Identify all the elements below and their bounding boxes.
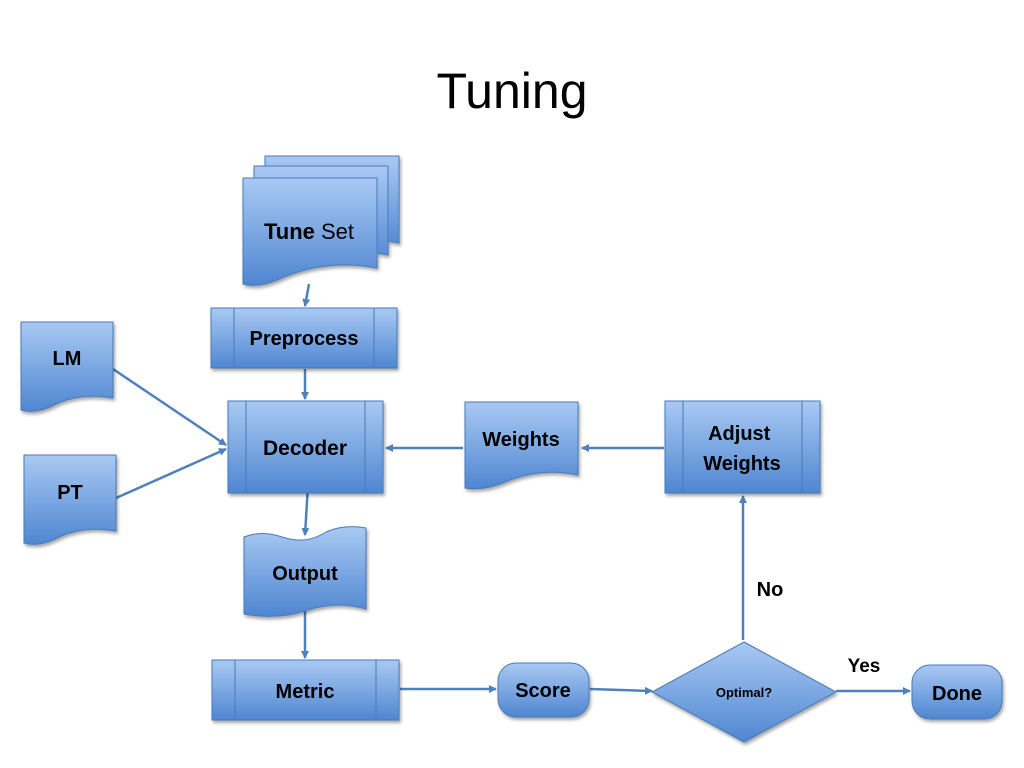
optimal-label: Optimal? xyxy=(716,685,772,700)
node-preprocess: Preprocess xyxy=(210,307,398,369)
node-adjust-weights: Adjust Weights xyxy=(664,400,821,494)
node-metric: Metric xyxy=(211,659,400,721)
connectors xyxy=(112,283,911,695)
metric-label: Metric xyxy=(276,681,335,703)
node-done: Done xyxy=(911,664,1003,720)
edge-score-optimal xyxy=(589,686,653,695)
adjust-weights-label-line1: Adjust xyxy=(708,423,771,445)
node-decoder: Decoder xyxy=(227,400,384,494)
score-label: Score xyxy=(515,680,571,702)
tune-set-doc-front xyxy=(242,177,378,286)
decoder-label: Decoder xyxy=(263,437,347,460)
tune-set-label-bold: Tune xyxy=(264,219,315,244)
edge-lm-decoder xyxy=(112,367,227,447)
tune-set-label-rest: Set xyxy=(315,219,354,244)
node-lm: LM xyxy=(20,321,114,412)
svg-text:Adjust Weights: Adjust Weights xyxy=(703,423,780,475)
edge-label-no: No xyxy=(757,579,784,601)
preprocess-label: Preprocess xyxy=(250,328,359,350)
node-pt: PT xyxy=(23,454,117,545)
node-score: Score xyxy=(497,662,590,718)
node-output: Output xyxy=(243,526,367,617)
svg-text:Tune Set: Tune Set xyxy=(264,219,354,244)
pt-label: PT xyxy=(57,482,83,504)
edge-label-yes: Yes xyxy=(848,656,881,677)
slide-title: Tuning xyxy=(436,63,588,119)
lm-label: LM xyxy=(53,348,82,370)
weights-label: Weights xyxy=(482,429,559,451)
output-label: Output xyxy=(272,563,338,585)
edge-tuneset-preprocess xyxy=(302,283,311,307)
node-weights: Weights xyxy=(464,401,579,490)
adjust-weights-label-line2: Weights xyxy=(703,453,780,475)
done-label: Done xyxy=(932,683,982,705)
node-optimal: Optimal? xyxy=(650,641,838,743)
edge-pt-decoder xyxy=(115,447,227,500)
node-tune-set: Tune Set xyxy=(242,155,400,286)
